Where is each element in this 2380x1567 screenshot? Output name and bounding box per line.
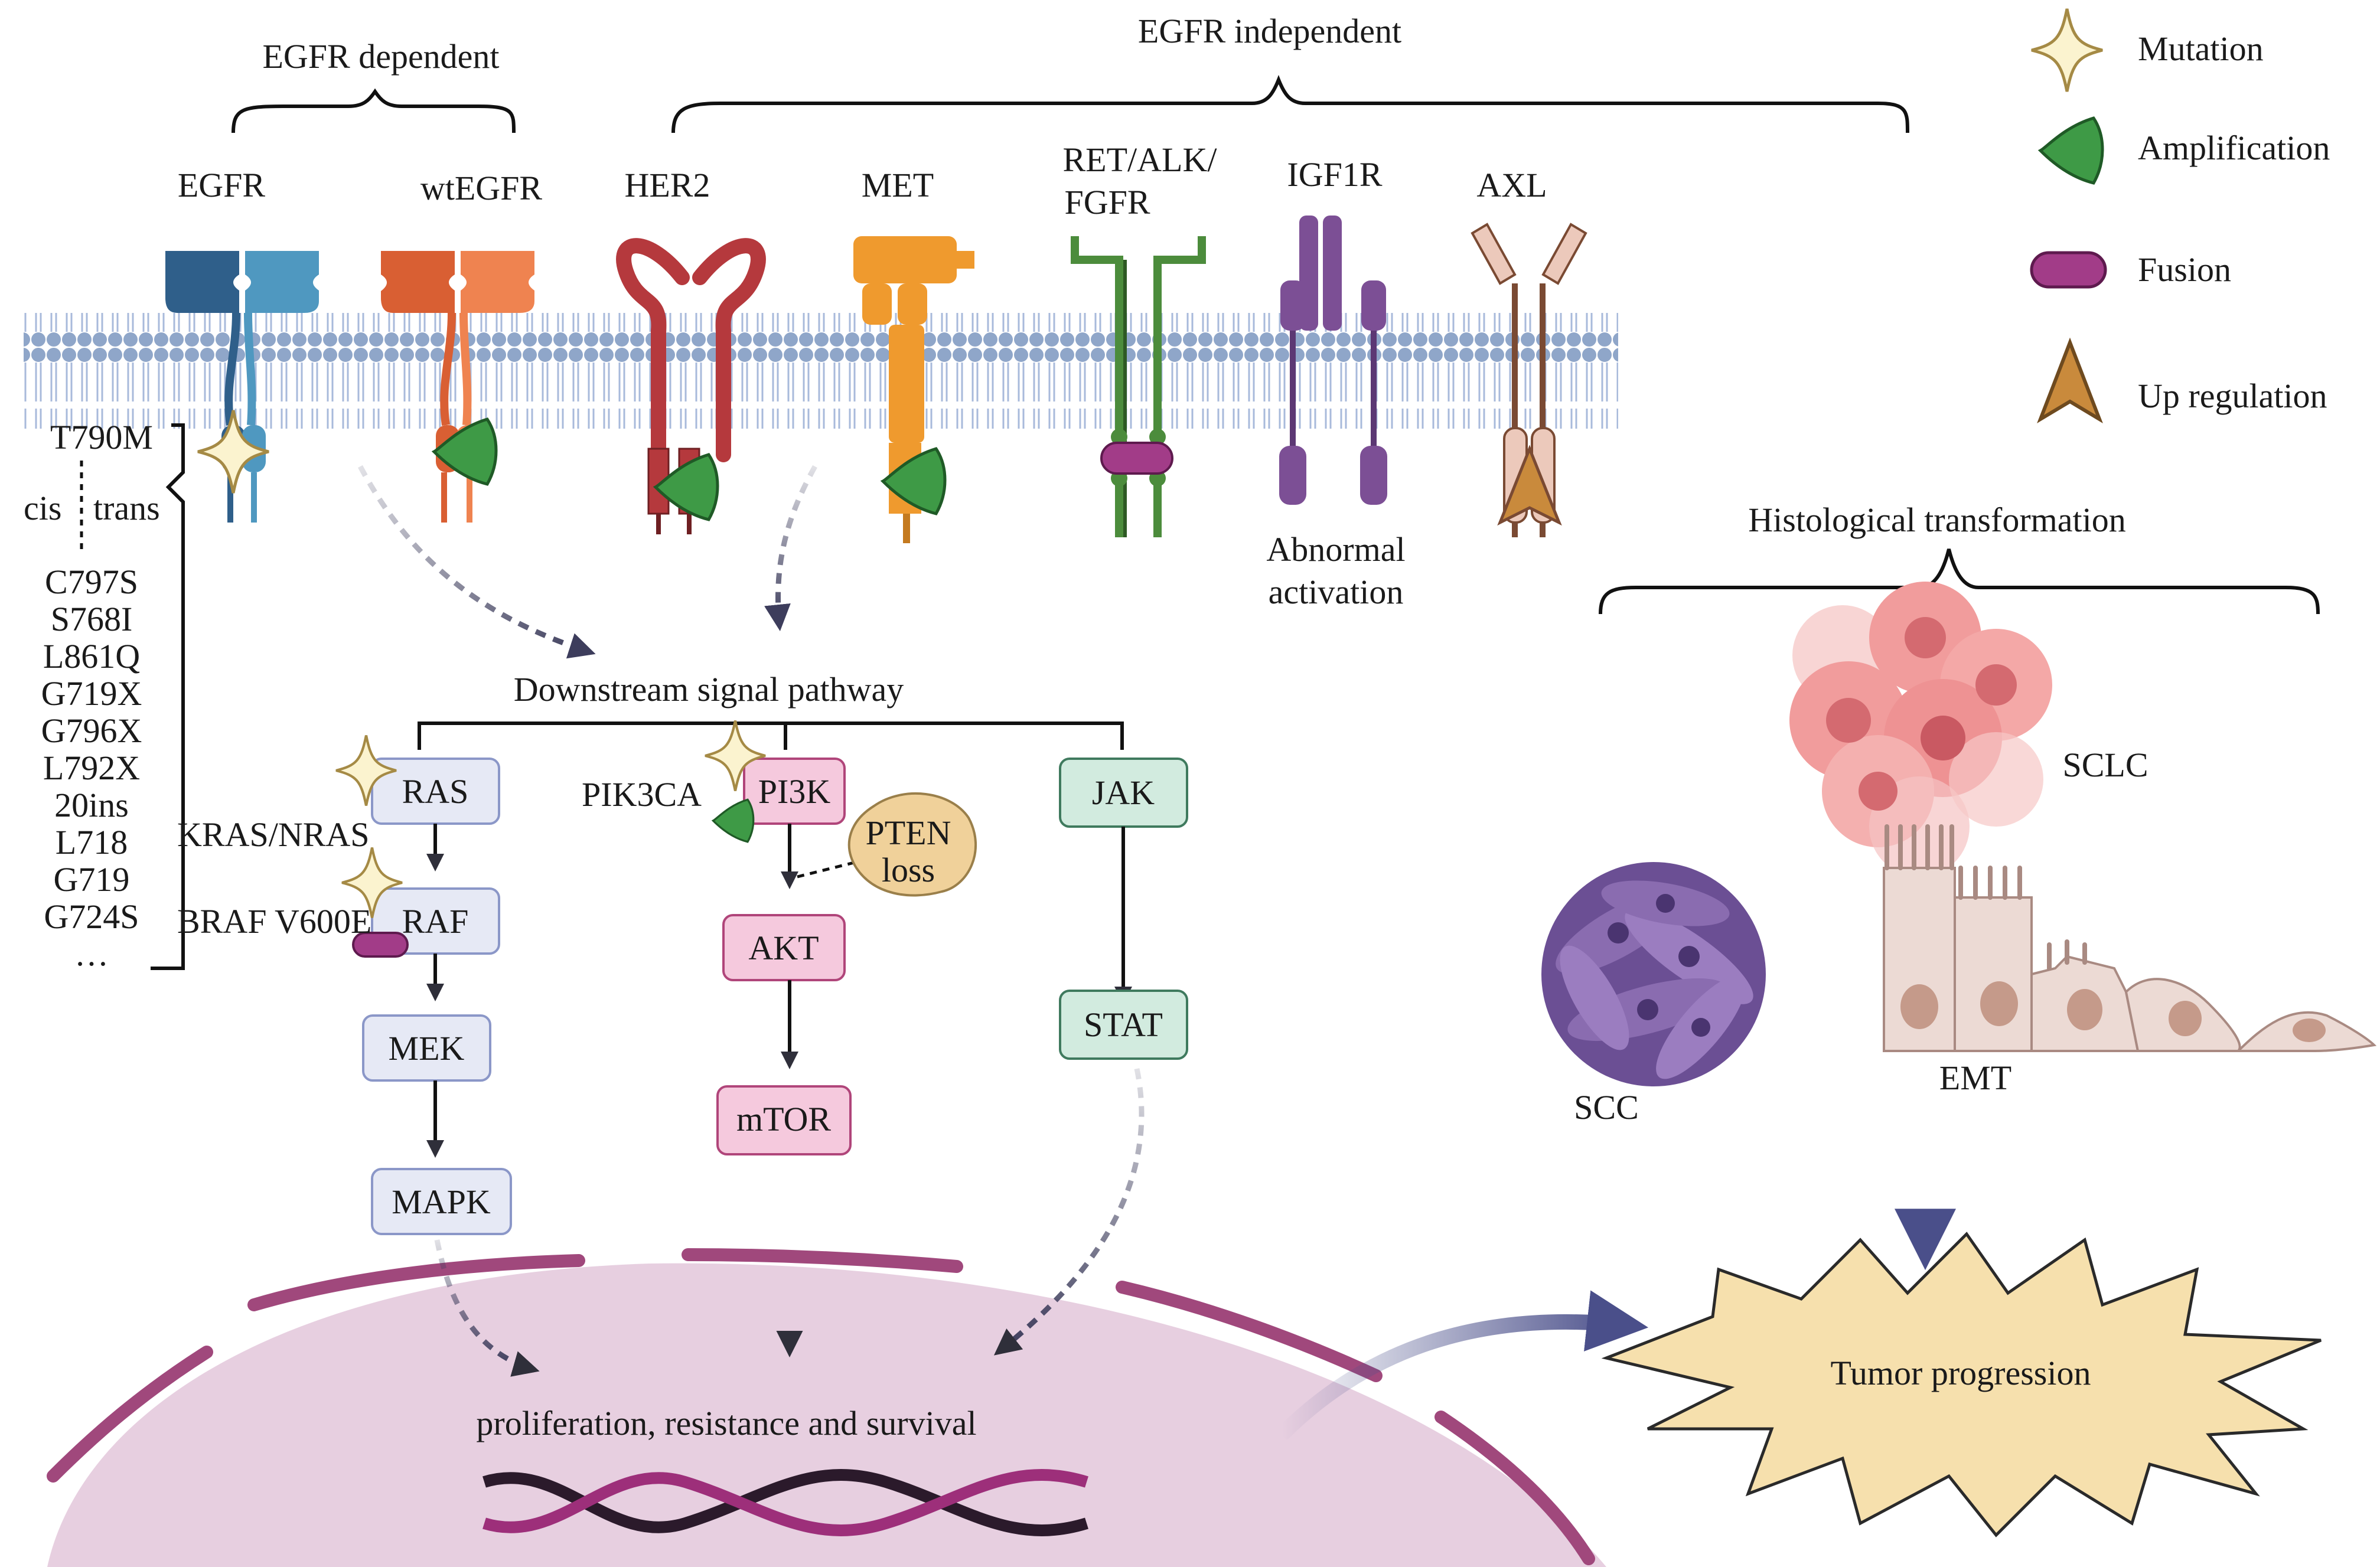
abnormal-activation-line2: activation [1269, 573, 1404, 611]
raf-fusion-icon [352, 932, 409, 958]
tumor-progression-burst-icon [1601, 1232, 2322, 1537]
igf1r-receptor [1279, 216, 1387, 505]
sclc-label: SCLC [2062, 746, 2148, 784]
egfr-to-pathway-arrow [358, 465, 596, 659]
mutation-item: … [74, 935, 109, 973]
abnormal-activation-line1: Abnormal [1266, 530, 1405, 569]
legend-fusion-label: Fusion [2138, 250, 2231, 289]
pi3k-branch: PI3K PIK3CA PTEN loss AKT mTOR [582, 721, 977, 1155]
pathway-branch [418, 722, 1124, 750]
pik3ca-label: PIK3CA [582, 775, 702, 814]
ras-branch: RAS RAF KRAS/NRAS BRAF V600E MEK MAPK [177, 736, 512, 1235]
her2-receptor [616, 238, 766, 534]
jak-label: JAK [1092, 773, 1155, 812]
mapk-label: MAPK [392, 1183, 491, 1221]
legend: Mutation Amplification Fusion Up regulat… [2030, 9, 2330, 424]
egfr-dependent-group: EGFR dependent [232, 37, 516, 133]
mutation-item: L792X [43, 749, 140, 787]
legend-upregulation-label: Up regulation [2138, 377, 2327, 415]
axl-receptor [1471, 223, 1587, 537]
legend-upregulation-icon [2037, 337, 2103, 424]
trans-label: trans [93, 489, 160, 527]
axl-upregulation-icon [1497, 445, 1562, 526]
her2-label: HER2 [625, 166, 710, 204]
histology-brace [1599, 549, 2320, 615]
ret-alk-fgfr-receptor [1071, 236, 1206, 537]
nucleus-to-tumor-arrow [1276, 1290, 1649, 1441]
mutation-item: G796X [41, 711, 142, 750]
akt-label: AKT [748, 929, 819, 967]
axl-label: AXL [1476, 166, 1547, 204]
pi3k-box [743, 758, 846, 825]
mutation-item: G719 [54, 860, 130, 899]
mek-box [362, 1014, 491, 1082]
stat-label: STAT [1084, 1006, 1163, 1044]
stat-box [1059, 990, 1188, 1060]
braf-v600e-label: BRAF V600E [177, 902, 371, 941]
akt-box [722, 914, 846, 981]
met-to-pathway-arrow [764, 465, 817, 631]
legend-amplification-icon [2040, 118, 2102, 183]
mutation-item: 20ins [54, 786, 129, 824]
legend-mutation-label: Mutation [2138, 30, 2264, 68]
wtegfr-label: wtEGFR [420, 169, 543, 207]
emt-cells-icon [1883, 824, 2377, 1052]
stat-to-nucleus-arrow [993, 1068, 1145, 1356]
mutation-item: G719X [41, 674, 142, 713]
egfr-dependent-label: EGFR dependent [262, 37, 499, 76]
histology-title: Histological transformation [1748, 501, 2125, 539]
pten-label-line1: PTEN [866, 814, 951, 852]
mutation-item: C797S [45, 563, 138, 601]
egfr-independent-group: EGFR independent [671, 12, 1909, 133]
legend-fusion-icon [2030, 251, 2107, 289]
mapk-to-nucleus-arrow [434, 1239, 540, 1377]
pten-label-line2: loss [882, 851, 935, 889]
ras-label: RAS [402, 772, 469, 811]
egfr-independent-label: EGFR independent [1138, 12, 1401, 50]
jak-branch: JAK STAT [1059, 758, 1188, 1060]
mtor-box [716, 1085, 852, 1155]
t790m-label: T790M [50, 418, 153, 456]
cell-membrane [24, 313, 1618, 429]
mutation-item: L718 [56, 823, 128, 861]
mek-label: MEK [389, 1029, 465, 1067]
mtor-label: mTOR [736, 1100, 831, 1138]
pathway-title: Downstream signal pathway [514, 670, 904, 709]
egfr-receptor [165, 251, 319, 523]
ret-fusion-icon [1100, 442, 1173, 475]
egfr-label: EGFR [178, 166, 266, 204]
egfr-mutation-list: T790M cis trans C797S S768I L861Q G719X … [24, 418, 185, 973]
kras-nras-label: KRAS/NRAS [177, 815, 370, 854]
tumor-progression-label: Tumor progression [1831, 1354, 2091, 1392]
ret-label-line1: RET/ALK/ [1063, 141, 1218, 179]
nucleus: proliferation, resistance and survival [47, 1248, 1606, 1567]
scc-cell-cluster-icon [1541, 862, 1766, 1086]
legend-amplification-label: Amplification [2138, 129, 2330, 167]
met-label: MET [862, 166, 934, 204]
raf-label: RAF [402, 902, 469, 941]
igf1r-label: IGF1R [1287, 155, 1382, 194]
outcome-label: proliferation, resistance and survival [476, 1404, 976, 1442]
scc-label: SCC [1574, 1088, 1639, 1127]
met-receptor [853, 236, 974, 543]
dna-helix-icon [482, 1469, 1088, 1536]
emt-label: EMT [1939, 1059, 2011, 1097]
pi3k-amplification-icon [712, 798, 755, 843]
mutation-item: L861Q [43, 637, 140, 675]
wtegfr-receptor [381, 251, 534, 523]
pi3k-label: PI3K [758, 772, 831, 811]
mutation-item: S768I [51, 600, 133, 638]
sclc-cell-cluster-icon [1789, 582, 2052, 877]
cis-label: cis [24, 489, 61, 527]
mapk-box [371, 1168, 512, 1235]
ret-label-line2: FGFR [1064, 183, 1150, 221]
mutation-item: G724S [44, 897, 139, 936]
pten-loss-icon [847, 792, 977, 897]
legend-mutation-icon [2032, 9, 2102, 92]
